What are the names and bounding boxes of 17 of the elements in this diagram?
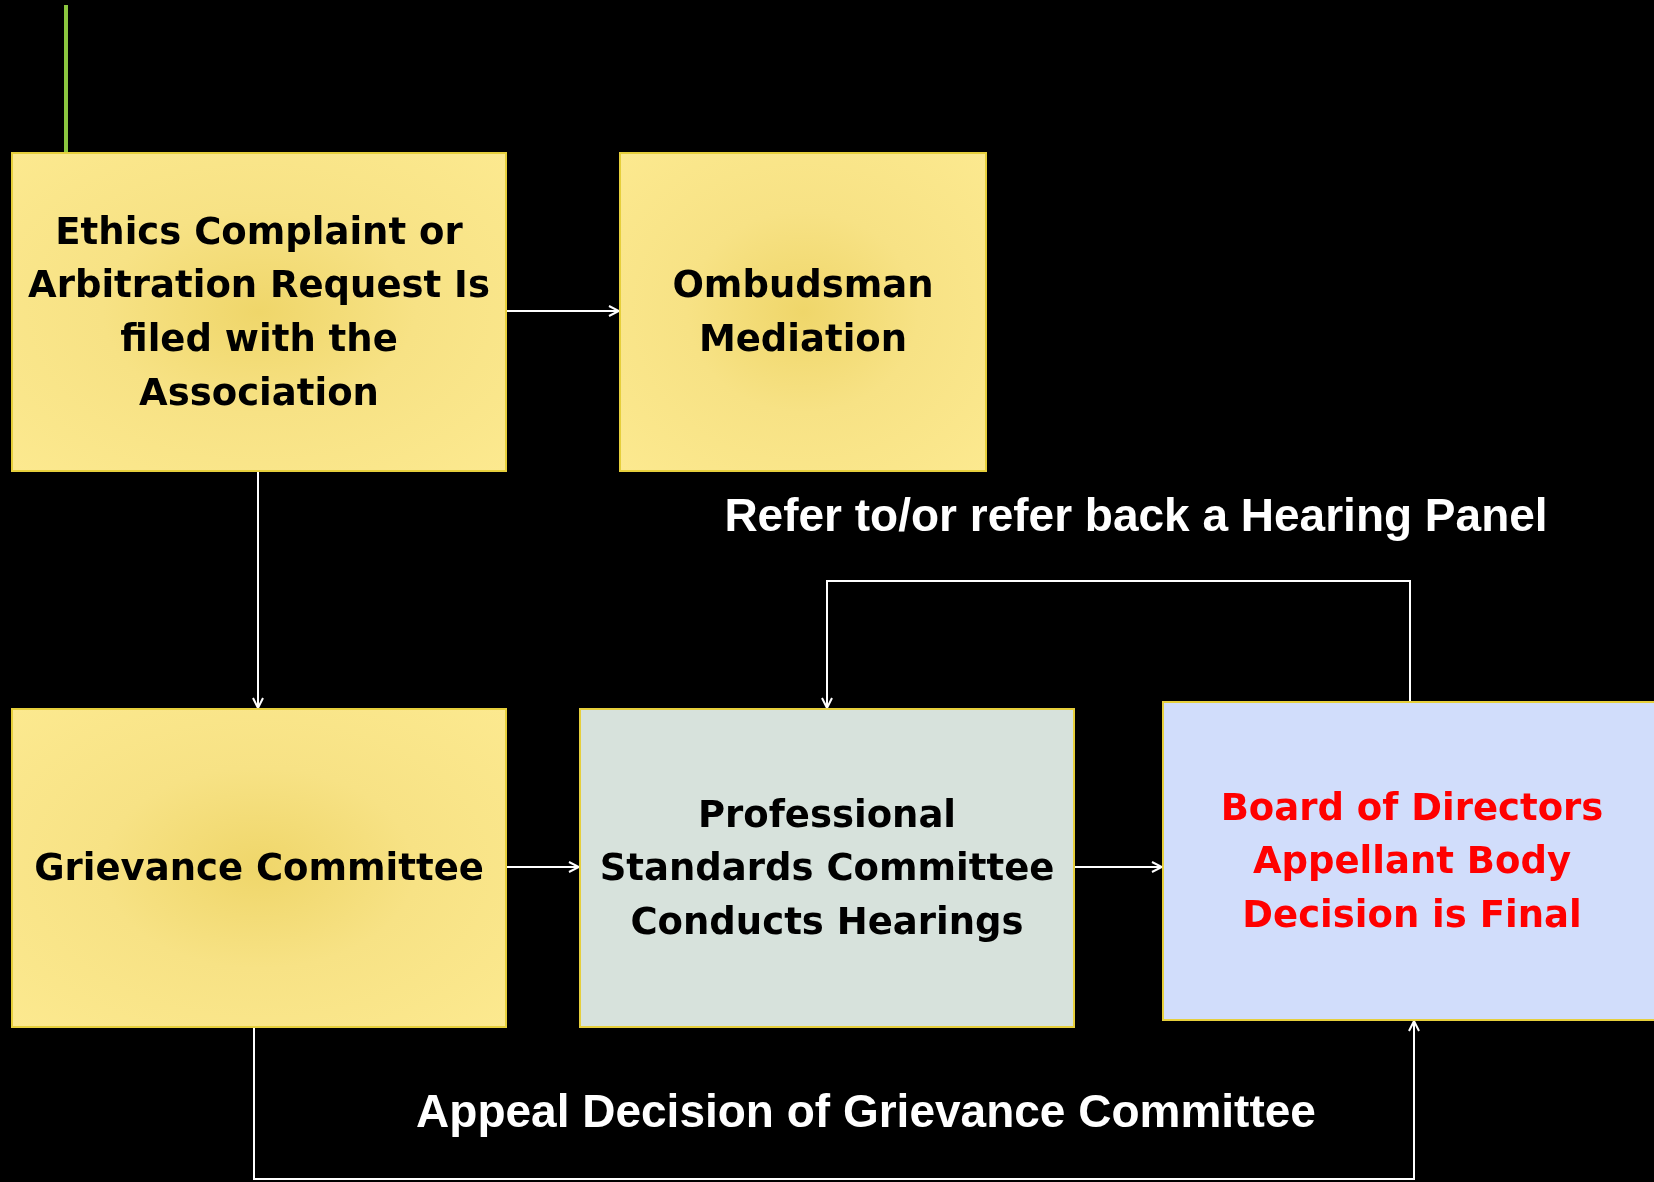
- arrow: [506, 305, 620, 317]
- box-label: Grievance Committee: [33, 845, 485, 892]
- arrow: [252, 471, 264, 709]
- box-label: Professional Standards Committee Conducts Hearings: [598, 791, 1056, 945]
- process-box: [579, 708, 1075, 1028]
- arrow: [821, 580, 1411, 709]
- box-label: Ombudsman Mediation: [671, 262, 935, 362]
- arrow: [253, 1020, 1420, 1180]
- process-box: [1162, 701, 1654, 1021]
- process-box: [11, 708, 507, 1028]
- connector-line: [64, 5, 68, 152]
- process-box: [619, 152, 987, 472]
- arrow: [1074, 861, 1163, 873]
- process-box: [11, 152, 507, 472]
- box-label: Board of Directors Appellant Body Decision is Final: [1219, 784, 1605, 938]
- arrow: [506, 861, 580, 873]
- box-label: Ethics Complaint or Arbitration Request Is filed with the Association: [27, 208, 491, 416]
